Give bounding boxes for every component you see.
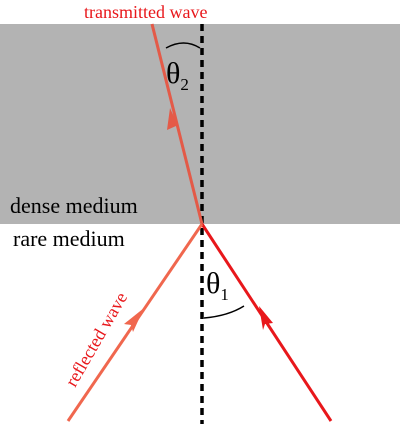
theta2-arc	[165, 42, 201, 49]
incident-ray-arrowhead	[259, 306, 273, 330]
theta2-symbol: θ2	[166, 57, 189, 94]
theta2-subscript: 2	[180, 75, 189, 94]
theta1-symbol: θ1	[206, 267, 229, 304]
transmitted-ray-arrowhead	[167, 108, 180, 130]
dense-medium-region	[0, 24, 400, 224]
reflected-wave-label: reflected wave	[61, 289, 131, 390]
dense-medium-label: dense medium	[10, 193, 138, 218]
theta1-symbol-char: θ	[206, 267, 220, 300]
theta1-subscript: 1	[220, 285, 229, 304]
theta2-symbol-char: θ	[166, 57, 180, 90]
reflected-ray-arrowhead	[124, 308, 144, 332]
theta1-arc	[203, 305, 245, 319]
rare-medium-label: rare medium	[13, 226, 125, 251]
transmitted-wave-label: transmitted wave	[84, 2, 207, 22]
